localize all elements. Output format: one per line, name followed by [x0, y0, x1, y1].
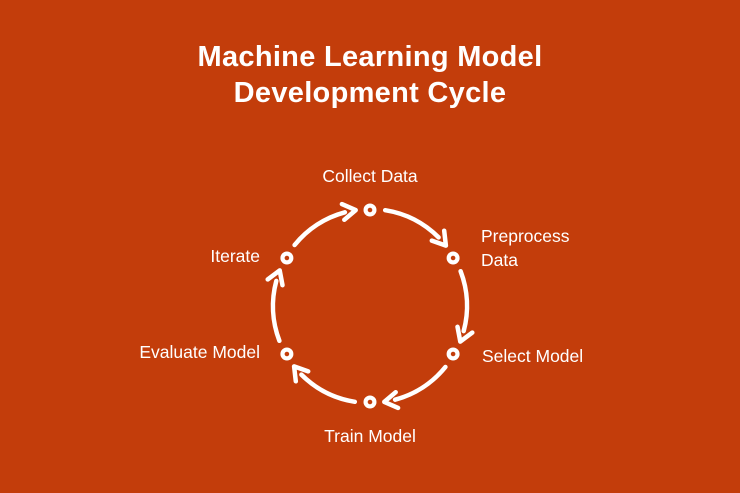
- arrowhead-icon: [339, 201, 358, 223]
- cycle-arrow-collect-data-to-preprocess-data: [382, 207, 441, 240]
- stage-label-evaluate-model: Evaluate Model: [139, 342, 260, 362]
- cycle-node-train-model: [363, 395, 377, 409]
- stage-label-preprocess-data: Preprocess Data: [481, 226, 570, 270]
- stage-label-iterate: Iterate: [210, 246, 260, 266]
- stage-label-train-model: Train Model: [324, 426, 416, 446]
- cycle-arrow-preprocess-data-to-select-model: [458, 268, 470, 334]
- title-line-1: Machine Learning Model: [197, 41, 543, 73]
- cycle-node-iterate: [280, 251, 294, 265]
- arrowhead-icon: [265, 268, 285, 288]
- cycle-node-preprocess-data: [446, 251, 460, 265]
- arrowhead-icon: [382, 389, 401, 411]
- page-title: Machine Learning Model Development Cycle: [0, 39, 740, 111]
- cycle-arrow-select-model-to-train-model: [392, 364, 448, 402]
- cycle-node-collect-data: [363, 203, 377, 217]
- stage-label-collect-data: Collect Data: [322, 166, 418, 186]
- arrowhead-icon: [455, 324, 475, 344]
- cycle-node-select-model: [446, 347, 460, 361]
- cycle-arrow-evaluate-model-to-iterate: [270, 278, 282, 344]
- title-line-2: Development Cycle: [233, 77, 507, 109]
- arrowhead-icon: [429, 228, 449, 248]
- arrowhead-icon: [291, 364, 311, 384]
- cycle-arrow-train-model-to-evaluate-model: [299, 372, 358, 405]
- stage-label-select-model: Select Model: [482, 346, 584, 366]
- cycle-arrow-iterate-to-collect-data: [292, 210, 348, 248]
- cycle-node-evaluate-model: [280, 347, 294, 361]
